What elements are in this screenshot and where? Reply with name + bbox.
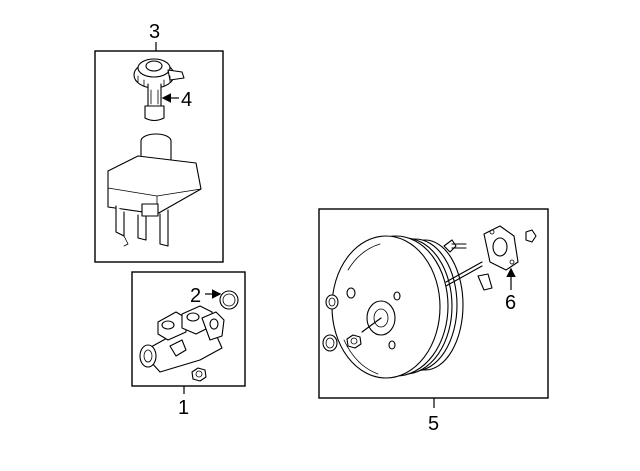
reservoir-group: 3 4 (94, 21, 224, 263)
booster-gasket (483, 225, 519, 271)
callout-2: 2 (190, 285, 201, 307)
callout-3: 3 (149, 21, 160, 43)
callout-6: 6 (505, 292, 516, 314)
reservoir-cap (133, 58, 185, 89)
master-cylinder-body (139, 305, 225, 373)
booster-group: 5 (318, 208, 549, 435)
reservoir-strainer (144, 83, 165, 122)
reservoir-tank (107, 133, 202, 247)
master-cylinder-nut (191, 367, 207, 382)
callout-4: 4 (181, 89, 192, 111)
booster-hardware (322, 229, 537, 352)
master-cylinder-group: 1 2 (131, 271, 246, 419)
callout-5: 5 (428, 413, 439, 435)
callout-1: 1 (178, 397, 189, 419)
